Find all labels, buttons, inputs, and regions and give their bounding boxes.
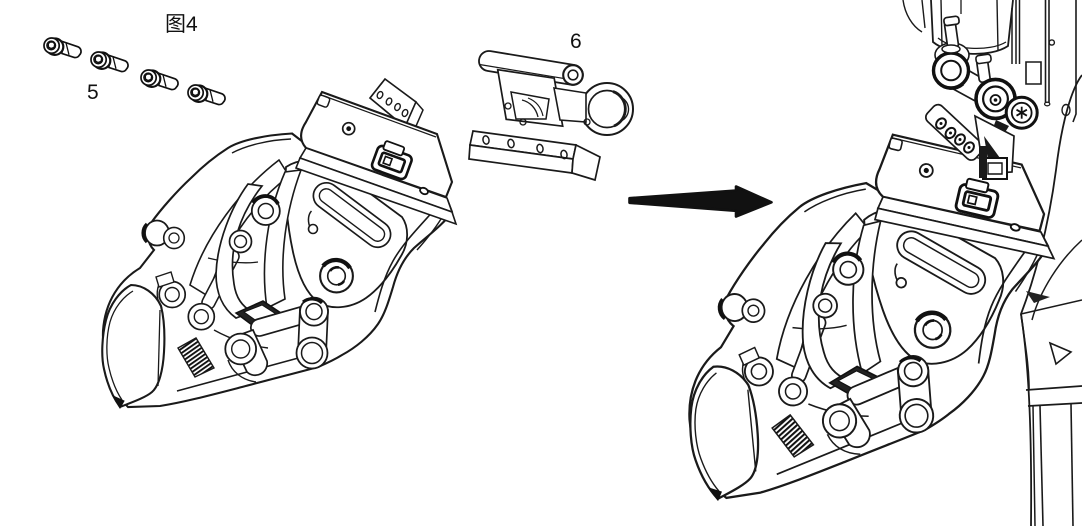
svg-text:图4: 图4 bbox=[165, 13, 198, 36]
svg-text:6: 6 bbox=[570, 30, 582, 53]
svg-text:5: 5 bbox=[87, 81, 99, 104]
